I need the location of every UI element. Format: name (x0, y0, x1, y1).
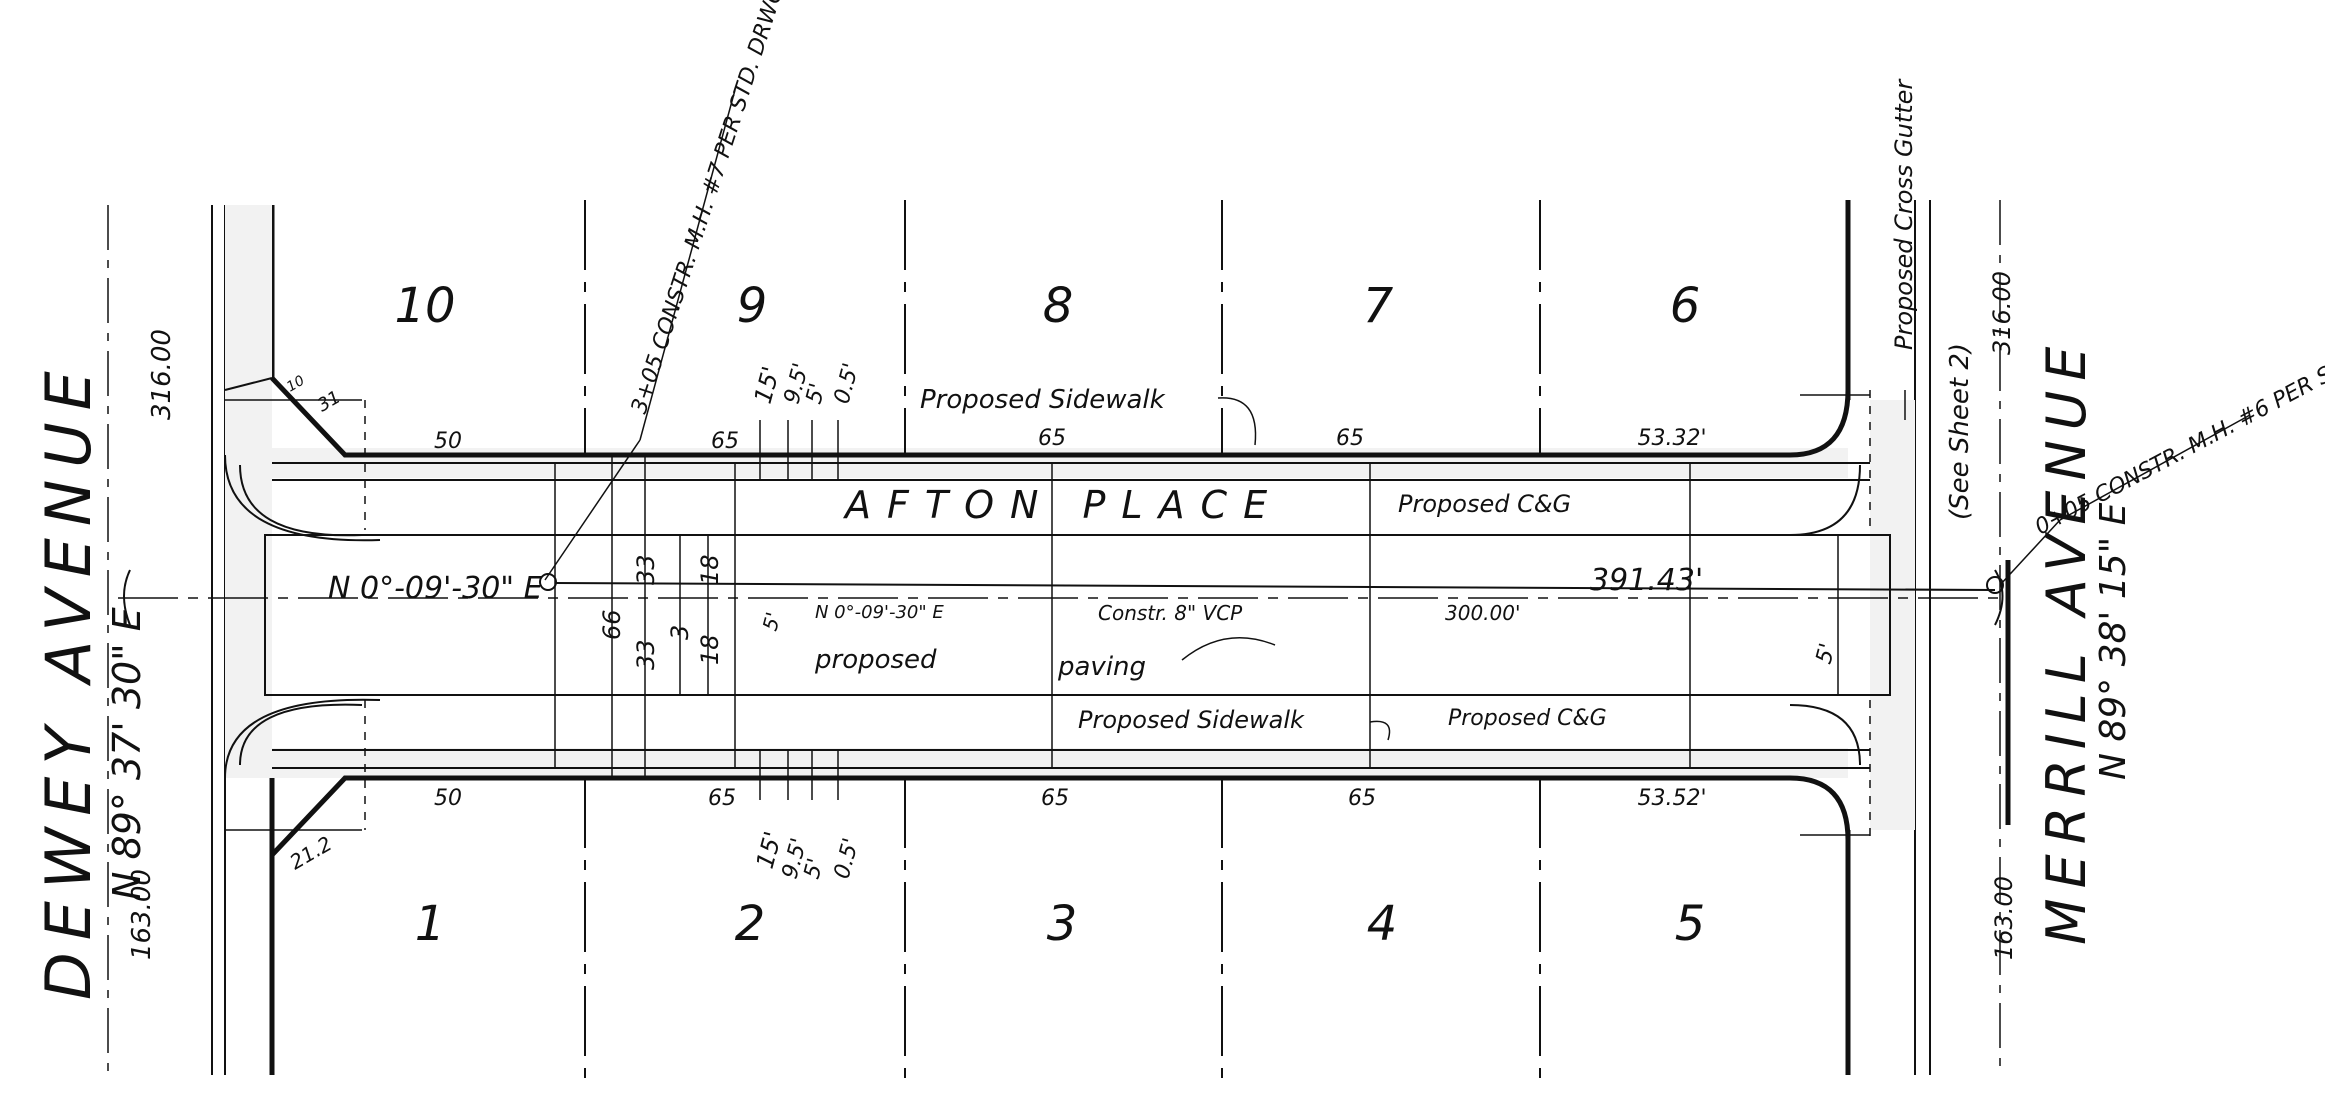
dim-offset-west: 5' (758, 609, 786, 633)
label-manhole-west: 3+05 CONSTR. M.H. #7 PER STD. DRWG. 500 (627, 0, 807, 417)
dim-curb-south: 0.5' (830, 835, 865, 881)
street-name-main: AFTON PLACE (842, 483, 1283, 527)
label-paving: paving (1057, 652, 1146, 682)
street-name-east: MERRILL AVENUE (2035, 337, 2098, 945)
street-bearing-east: N 89° 38' 15" E (2093, 502, 2134, 780)
label-corner-north-b: 10 (284, 373, 308, 396)
lot-number: 10 (394, 278, 455, 334)
label-cross-gutter: Proposed Cross Gutter (1890, 78, 1918, 350)
frontage-dim: 65 (708, 786, 736, 811)
frontages-north: 50 65 65 65 53.32' (434, 426, 1707, 454)
frontage-dim: 65 (1348, 786, 1376, 811)
label-proposed-sidewalk-north: Proposed Sidewalk (920, 385, 1166, 415)
frontages-south: 50 65 65 65 53.52' (434, 786, 1707, 811)
lot-number: 8 (1043, 278, 1074, 334)
label-see-sheet: (See Sheet 2) (1945, 343, 1975, 520)
frontage-dim: 50 (434, 429, 462, 454)
label-proposed-cg-north: Proposed C&G (1398, 490, 1571, 518)
street-dim-east-bottom: 163.00 (1990, 876, 2018, 960)
label-sewer-length: 300.00' (1445, 601, 1520, 625)
street-dim-west-top: 316.00 (147, 329, 177, 420)
lots-north: 10 9 8 7 6 (394, 278, 1700, 334)
label-corner-north: 31 (314, 387, 344, 417)
lot-number: 2 (735, 896, 766, 952)
lot-number: 9 (737, 278, 768, 334)
lot-number: 6 (1670, 278, 1701, 334)
dim-pave-half-top: 18 (696, 554, 724, 585)
frontage-dim: 50 (434, 786, 462, 811)
label-proposed: proposed (814, 645, 937, 675)
plan-linework (107, 89, 2251, 1080)
dim-walk-south: 5' (800, 856, 829, 882)
dim-center-gap: 3 (666, 625, 694, 640)
label-corner-south: 21.2 (286, 831, 337, 874)
street-bearing-west: N 89° 37' 30" E (105, 607, 149, 900)
dim-half-row-top: 33 (632, 554, 660, 585)
frontage-dim: 65 (711, 429, 739, 454)
label-sewer-bearing: N 0°-09'-30" E (815, 602, 944, 623)
street-dim-east-top: 316.00 (1988, 271, 2016, 355)
dim-walk-north: 5' (802, 381, 831, 407)
label-proposed-sidewalk-south: Proposed Sidewalk (1078, 706, 1305, 734)
dim-offset-east: 5' (1812, 641, 1841, 667)
frontage-dim: 65 (1041, 786, 1069, 811)
lots-south: 1 2 3 4 5 (415, 896, 1706, 952)
frontage-dim: 53.32' (1637, 426, 1706, 451)
dim-curb-north: 0.5' (830, 360, 865, 406)
lot-number: 5 (1675, 896, 1706, 952)
lot-number: 4 (1367, 896, 1398, 952)
frontage-dim: 65 (1038, 426, 1066, 451)
label-centerline-length: 391.43' (1590, 563, 1703, 598)
street-dim-west-bottom: 163.00 (127, 869, 157, 960)
lot-number: 3 (1047, 896, 1078, 952)
label-centerline-bearing: N 0°-09'-30" E (328, 571, 543, 606)
dim-total-row: 66 (598, 609, 626, 640)
label-sewer-text: Constr. 8" VCP (1098, 601, 1243, 625)
frontage-dim: 65 (1336, 426, 1364, 451)
lot-number: 7 (1363, 278, 1394, 334)
frontage-dim: 53.52' (1637, 786, 1706, 811)
dim-pave-half-bottom: 18 (696, 634, 724, 665)
label-proposed-cg-south: Proposed C&G (1448, 706, 1607, 731)
lot-number: 1 (415, 896, 446, 952)
dim-half-row-bottom: 33 (632, 639, 660, 670)
street-name-west: DEWEY AVENUE (32, 359, 105, 1000)
